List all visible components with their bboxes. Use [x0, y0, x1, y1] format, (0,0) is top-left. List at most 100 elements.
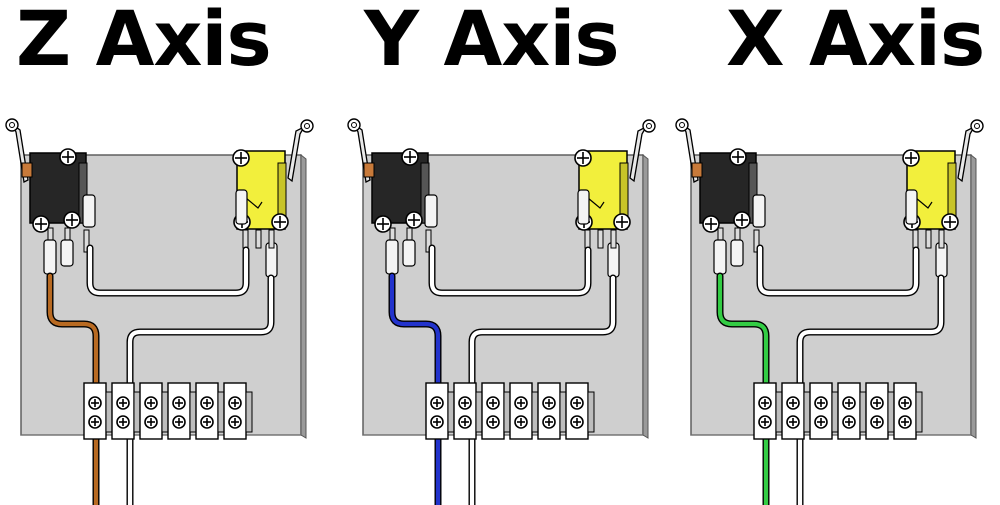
terminal-screw-icon — [842, 396, 856, 410]
terminal-block-segment — [111, 382, 141, 440]
mounting-screw-icon — [232, 149, 250, 167]
terminal-screw-icon — [486, 415, 500, 429]
x-axis-title: X Axis — [726, 0, 985, 83]
y-axis-panel — [347, 118, 656, 505]
terminal-screw-icon — [814, 396, 828, 410]
mounting-screw-icon — [405, 211, 423, 229]
switch-terminal — [255, 229, 262, 249]
yellow-limit-switch — [574, 149, 631, 278]
terminal-screw-icon — [144, 415, 158, 429]
terminal-screw-icon — [542, 396, 556, 410]
terminal-screw-icon — [116, 396, 130, 410]
mounting-screw-icon — [941, 213, 959, 231]
terminal-screw-icon — [814, 415, 828, 429]
terminal-block-segment — [223, 382, 253, 440]
mounting-screw-icon — [902, 149, 920, 167]
terminal-screw-icon — [172, 396, 186, 410]
x-axis-panel — [675, 118, 984, 505]
terminal-screw-icon — [786, 415, 800, 429]
lever-arm-icon — [957, 119, 984, 183]
terminal-block-segment — [537, 382, 567, 440]
terminal-screw-icon — [430, 415, 444, 429]
insulating-sleeve — [402, 239, 416, 267]
terminal-screw-icon — [786, 396, 800, 410]
terminal-block-segment — [865, 382, 895, 440]
mounting-screw-icon — [271, 213, 289, 231]
z-axis-title: Z Axis — [16, 0, 272, 83]
terminal-screw-icon — [514, 415, 528, 429]
terminal-block — [425, 382, 595, 440]
terminal-screw-icon — [116, 415, 130, 429]
terminal-screw-icon — [570, 396, 584, 410]
terminal-screw-icon — [758, 415, 772, 429]
mounting-screw-icon — [733, 211, 751, 229]
insulating-sleeve — [60, 239, 74, 267]
mounting-screw-icon — [702, 215, 720, 233]
terminal-block-segment — [837, 382, 867, 440]
switch-terminal — [268, 229, 275, 249]
terminal-block — [83, 382, 253, 440]
terminal-block-segment — [893, 382, 923, 440]
switch-terminal — [912, 229, 919, 249]
terminal-screw-icon — [870, 415, 884, 429]
terminal-block-segment — [565, 382, 595, 440]
common-wire-top — [86, 244, 250, 297]
terminal-screw-icon — [898, 396, 912, 410]
board-edge — [970, 153, 977, 439]
mounting-screw-icon — [374, 215, 392, 233]
switch-terminal — [610, 229, 617, 249]
yellow-limit-switch — [232, 149, 289, 278]
board-edge — [300, 153, 307, 439]
brown-signal-wire — [46, 272, 100, 505]
switch-terminal — [242, 229, 249, 249]
board-edge — [642, 153, 649, 439]
switch-terminal — [584, 229, 591, 249]
common-wire-top — [428, 244, 592, 297]
insulating-sleeve — [385, 239, 399, 275]
switch-terminal — [925, 229, 932, 249]
mounting-screw-icon — [574, 149, 592, 167]
terminal-screw-icon — [430, 396, 444, 410]
insulating-sleeve — [577, 189, 590, 225]
common-wire-top — [756, 244, 920, 297]
mounting-screw-icon — [729, 148, 747, 166]
mounting-screw-icon — [401, 148, 419, 166]
insulating-sleeve — [905, 189, 918, 225]
terminal-screw-icon — [842, 415, 856, 429]
insulating-sleeve — [43, 239, 57, 275]
terminal-screw-icon — [570, 415, 584, 429]
terminal-block-segment — [481, 382, 511, 440]
terminal-screw-icon — [228, 396, 242, 410]
terminal-screw-icon — [144, 396, 158, 410]
insulating-sleeve — [752, 194, 766, 228]
blue-signal-wire — [388, 272, 442, 505]
terminal-block-segment — [809, 382, 839, 440]
terminal-screw-icon — [758, 396, 772, 410]
terminal-screw-icon — [88, 396, 102, 410]
terminal-block — [753, 382, 923, 440]
black-limit-switch — [363, 148, 438, 253]
mounting-screw-icon — [613, 213, 631, 231]
terminal-screw-icon — [228, 415, 242, 429]
terminal-screw-icon — [514, 396, 528, 410]
insulating-sleeve — [235, 189, 248, 225]
common-wire-bottom — [126, 274, 275, 505]
insulating-sleeve — [730, 239, 744, 267]
lever-arm-icon — [629, 119, 656, 183]
terminal-block-segment — [781, 382, 811, 440]
terminal-screw-icon — [458, 396, 472, 410]
terminal-screw-icon — [898, 415, 912, 429]
common-wire-bottom — [468, 274, 617, 505]
terminal-block-segment — [509, 382, 539, 440]
terminal-block-segment — [753, 382, 783, 440]
terminal-screw-icon — [542, 415, 556, 429]
terminal-block-segment — [195, 382, 225, 440]
mounting-screw-icon — [32, 215, 50, 233]
terminal-screw-icon — [88, 415, 102, 429]
z-axis-panel — [5, 118, 314, 505]
y-axis-title: Y Axis — [364, 0, 620, 83]
terminal-screw-icon — [172, 415, 186, 429]
switch-terminal — [938, 229, 945, 249]
switch-terminal — [597, 229, 604, 249]
